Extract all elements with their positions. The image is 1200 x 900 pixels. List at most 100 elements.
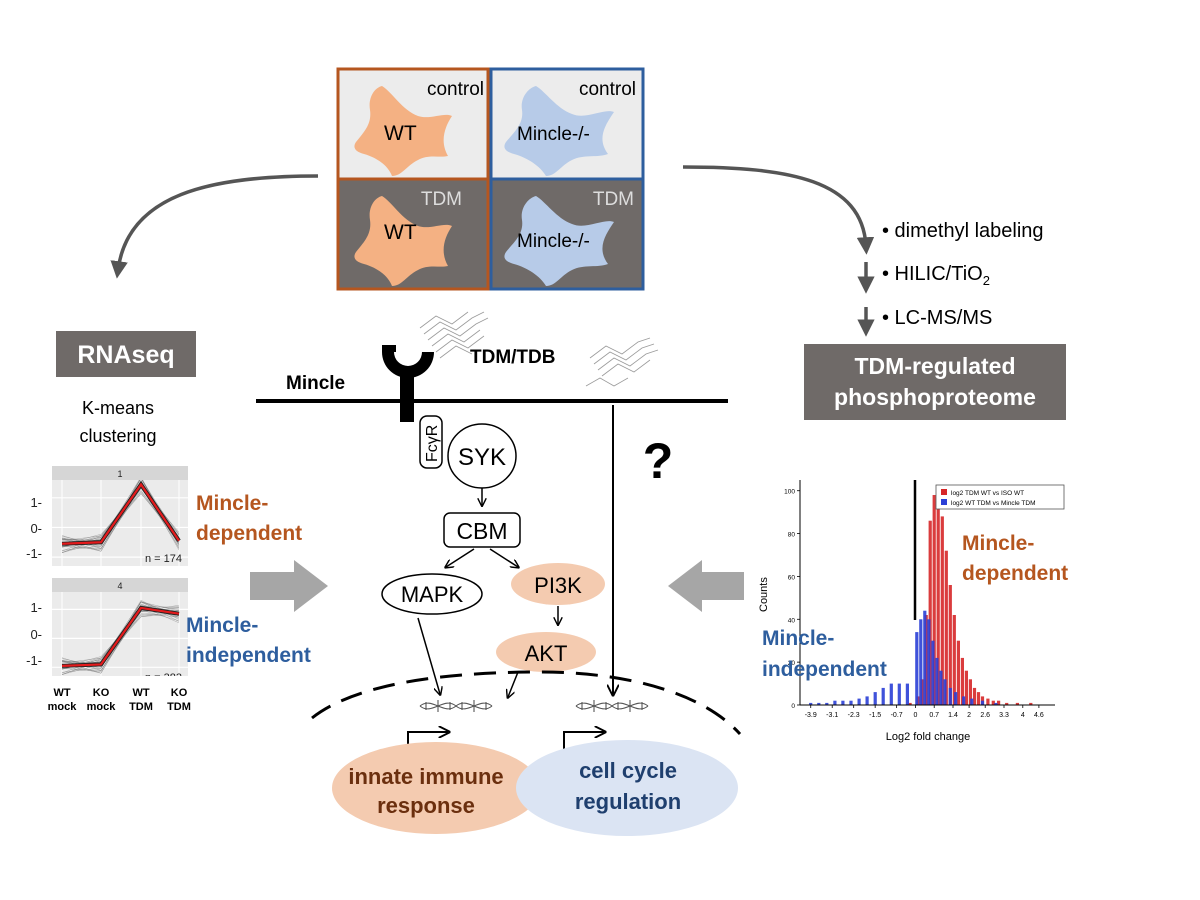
histogram-bar: [991, 700, 995, 705]
quadrant-condition-label: control: [427, 79, 484, 100]
histogram-bar: [923, 610, 927, 705]
mincle-independent-label: independent: [186, 644, 311, 667]
mapk-node: [381, 573, 483, 615]
pathway-arrow: [417, 617, 440, 694]
histogram-bar: [908, 702, 912, 705]
fcgr-box: [419, 415, 443, 469]
ko-cell-shape: [504, 196, 614, 286]
y-tick-label: 0-: [30, 521, 42, 536]
pathway-arrow: [489, 548, 518, 567]
mincle-receptor-stem: [400, 370, 414, 422]
y-tick-label: -1-: [26, 653, 42, 668]
x-tick-label: -3.1: [826, 712, 838, 719]
y-tick-label: 20: [788, 660, 796, 667]
x-tick-label: -3.9: [805, 712, 817, 719]
histogram-bar: [932, 495, 936, 705]
histogram-bar: [919, 619, 923, 705]
x-tick-label: 0.7: [929, 712, 939, 719]
phosphoproteome-label: TDM-regulated: [855, 353, 1016, 379]
x-tick-label: 0: [913, 712, 917, 719]
histogram-bar: [986, 698, 990, 705]
mincle-dependent-label: dependent: [196, 522, 302, 545]
innate-immune-label: innate immune: [348, 764, 503, 789]
histogram-bar: [873, 692, 877, 705]
tdm-molecule-icon: [419, 311, 489, 359]
pi3k-node: [511, 563, 605, 605]
x-tick-label: 2.6: [980, 712, 990, 719]
legend-entry: log2 WT TDM vs Mincle TDM: [951, 500, 1036, 507]
histogram-bar: [889, 683, 893, 705]
histogram-bar: [943, 679, 947, 705]
pathway-arrow: [508, 671, 519, 697]
condition-quadrants: control control TDM TDM WT Mincle-/- WT …: [336, 67, 645, 291]
histogram-bar: [954, 692, 958, 705]
ko-cell-shape: [504, 86, 614, 176]
mincle-dependent-label: dependent: [962, 562, 1068, 585]
cbm-node: [443, 512, 521, 548]
curved-arrow-to-rnaseq: [110, 174, 319, 279]
cluster-panel-header: [52, 578, 188, 592]
wt-cell-shape: [354, 196, 452, 286]
mincle-independent-label: independent: [762, 658, 887, 681]
legend-swatch-red: [941, 489, 947, 495]
kmeans-label: clustering: [79, 426, 156, 446]
quadrant-genotype-label: WT: [384, 122, 417, 145]
mapk-label: MAPK: [401, 582, 464, 607]
histogram-bar: [960, 657, 964, 705]
histogram-bar: [881, 687, 885, 705]
x-tick-label: 1.4: [948, 712, 958, 719]
histogram-bar: [968, 679, 972, 705]
x-tick-label: TDM: [167, 701, 191, 713]
histogram-bar: [964, 670, 968, 705]
histogram-bar: [944, 550, 948, 705]
cell-cycle-label: cell cycle: [579, 758, 677, 783]
cell-cycle-label: regulation: [575, 789, 681, 814]
proteomics-section: • dimethyl labeling • HILIC/TiO2 • LC-MS…: [758, 220, 1068, 743]
y-tick-label: 1-: [30, 600, 42, 615]
y-tick-label: 60: [788, 574, 796, 581]
x-tick-label: -0.7: [891, 712, 903, 719]
y-tick-label: 1-: [30, 495, 42, 510]
pi3k-label: PI3K: [534, 573, 582, 598]
fcgr-label: FcγR: [424, 425, 441, 462]
histogram-bar: [935, 657, 939, 705]
mincle-dependent-label: Mincle-: [962, 532, 1034, 555]
histogram-bar: [841, 700, 845, 705]
innate-immune-label: response: [377, 793, 475, 818]
workflow-step: • LC-MS/MS: [882, 307, 992, 329]
x-tick-label: 4: [1021, 712, 1025, 719]
histogram-bar: [994, 702, 998, 705]
x-tick-label: 2: [967, 712, 971, 719]
histogram-bar: [948, 585, 952, 705]
tdm-tdb-label: TDM/TDB: [470, 347, 555, 368]
mincle-independent-label: Mincle-: [186, 614, 258, 637]
histogram-bar: [809, 702, 813, 705]
mincle-receptor-label: Mincle: [286, 373, 345, 394]
histogram-legend: [935, 484, 1065, 510]
legend-entry: log2 TDM WT vs ISO WT: [951, 490, 1024, 497]
histogram-bar: [1029, 702, 1033, 705]
kmeans-label: K-means: [82, 398, 154, 418]
histogram-bar: [939, 670, 943, 705]
mincle-dependent-label: Mincle-: [196, 492, 268, 515]
y-tick-label: 0-: [30, 627, 42, 642]
x-tick-label: KO: [93, 687, 110, 699]
mincle-receptor-head: [382, 345, 396, 352]
workflow-step: • HILIC/TiO2: [882, 263, 990, 288]
y-tick-label: 80: [788, 532, 796, 539]
dna-icon: [575, 700, 649, 712]
x-tick-label: -2.3: [848, 712, 860, 719]
quadrant-genotype-label: Mincle-/-: [517, 124, 590, 145]
histogram-bar: [865, 696, 869, 705]
x-tick-label: -1.5: [869, 712, 881, 719]
cluster-centroid-line: [61, 606, 180, 667]
cluster-panel-id: 4: [117, 581, 122, 591]
large-gray-arrow-left: [668, 560, 744, 612]
histogram-bar: [976, 692, 981, 705]
akt-label: AKT: [525, 641, 568, 666]
workflow-step: • dimethyl labeling: [882, 220, 1044, 242]
unknown-mechanism-label: ?: [643, 433, 674, 489]
mincle-independent-label: Mincle-: [762, 627, 834, 650]
quadrant-condition-label: TDM: [593, 189, 634, 210]
